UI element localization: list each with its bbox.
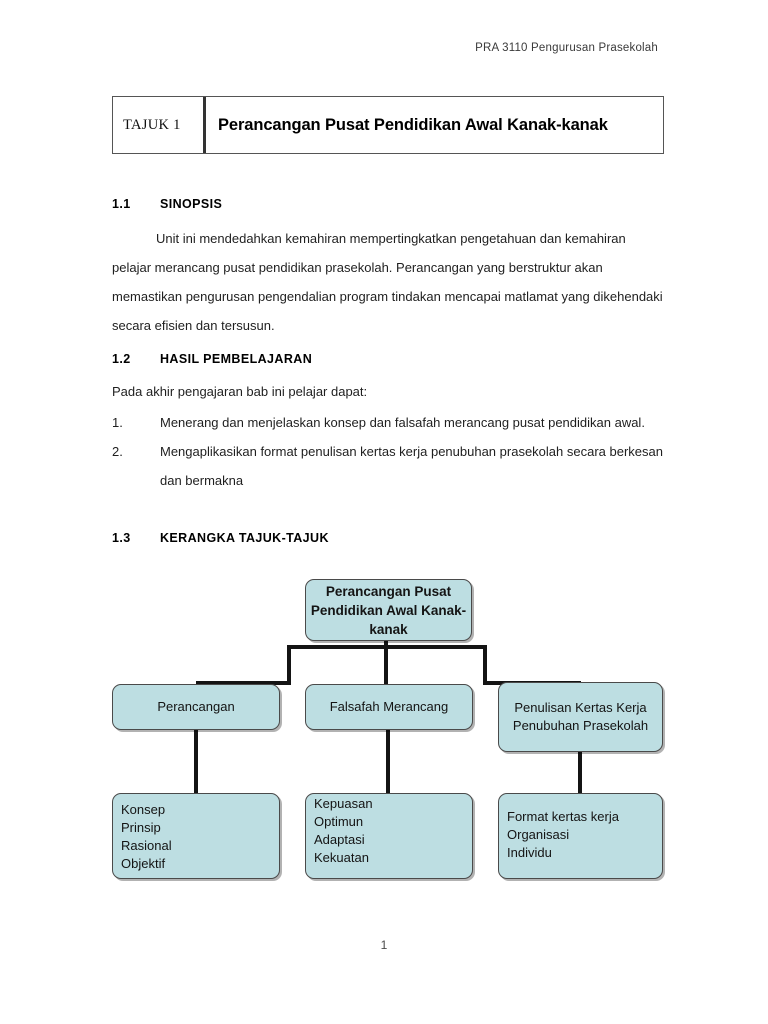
section-number-1-2: 1.2 [112, 352, 131, 366]
list-item: 2. Mengaplikasikan format penulisan kert… [112, 437, 672, 495]
list-item-text: Mengaplikasikan format penulisan kertas … [160, 444, 663, 488]
synopsis-paragraph: Unit ini mendedahkan kemahiran mempertin… [112, 231, 663, 333]
section-number-1-1: 1.1 [112, 197, 131, 211]
connector-bus-top [287, 645, 487, 649]
connector-branch2-leaf2 [386, 728, 390, 796]
section-heading-learning-outcomes: 1.2 HASIL PEMBELAJARAN [112, 352, 312, 366]
connector-branch3-leaf3 [578, 750, 582, 796]
section-title-1-2: HASIL PEMBELAJARAN [160, 352, 313, 366]
connector-root-stem [384, 639, 388, 649]
section-title-1-3: KERANGKA TAJUK-TAJUK [160, 531, 329, 545]
learning-outcomes-lead-in: Pada akhir pengajaran bab ini pelajar da… [112, 384, 368, 399]
section-heading-framework: 1.3 KERANGKA TAJUK-TAJUK [112, 531, 329, 545]
connector-left-run [196, 681, 291, 685]
learning-outcomes-list: 1. Menerang dan menjelaskan konsep dan f… [112, 408, 672, 495]
connector-right-run [483, 681, 581, 685]
section-title-1-1: SINOPSIS [160, 197, 223, 211]
list-item: 1. Menerang dan menjelaskan konsep dan f… [112, 408, 672, 437]
section-number-1-3: 1.3 [112, 531, 131, 545]
connector-left-drop [287, 645, 291, 685]
connector-branch1-leaf1 [194, 728, 198, 796]
connector-middle-drop [384, 645, 388, 685]
topic-label: TAJUK 1 [123, 116, 181, 133]
list-item-marker: 1. [112, 415, 123, 430]
section-heading-synopsis: 1.1 SINOPSIS [112, 197, 222, 211]
flowchart-node-branch-1: Perancangan [112, 684, 280, 730]
connector-right-drop [483, 645, 487, 685]
list-item-text: Menerang dan menjelaskan konsep dan fals… [160, 415, 645, 430]
page-number: 1 [380, 938, 388, 952]
running-header: PRA 3110 Pengurusan Prasekolah [475, 42, 658, 54]
list-item-marker: 2. [112, 444, 123, 459]
flowchart-node-root: Perancangan Pusat Pendidikan Awal Kanak-… [305, 579, 472, 641]
topic-title-box: TAJUK 1 Perancangan Pusat Pendidikan Awa… [112, 96, 664, 154]
title-box-divider [203, 97, 206, 153]
flowchart-node-branch-3: Penulisan Kertas Kerja Penubuhan Praseko… [498, 682, 663, 752]
flowchart-node-branch-2: Falsafah Merancang [305, 684, 473, 730]
page-title: Perancangan Pusat Pendidikan Awal Kanak-… [218, 115, 608, 134]
